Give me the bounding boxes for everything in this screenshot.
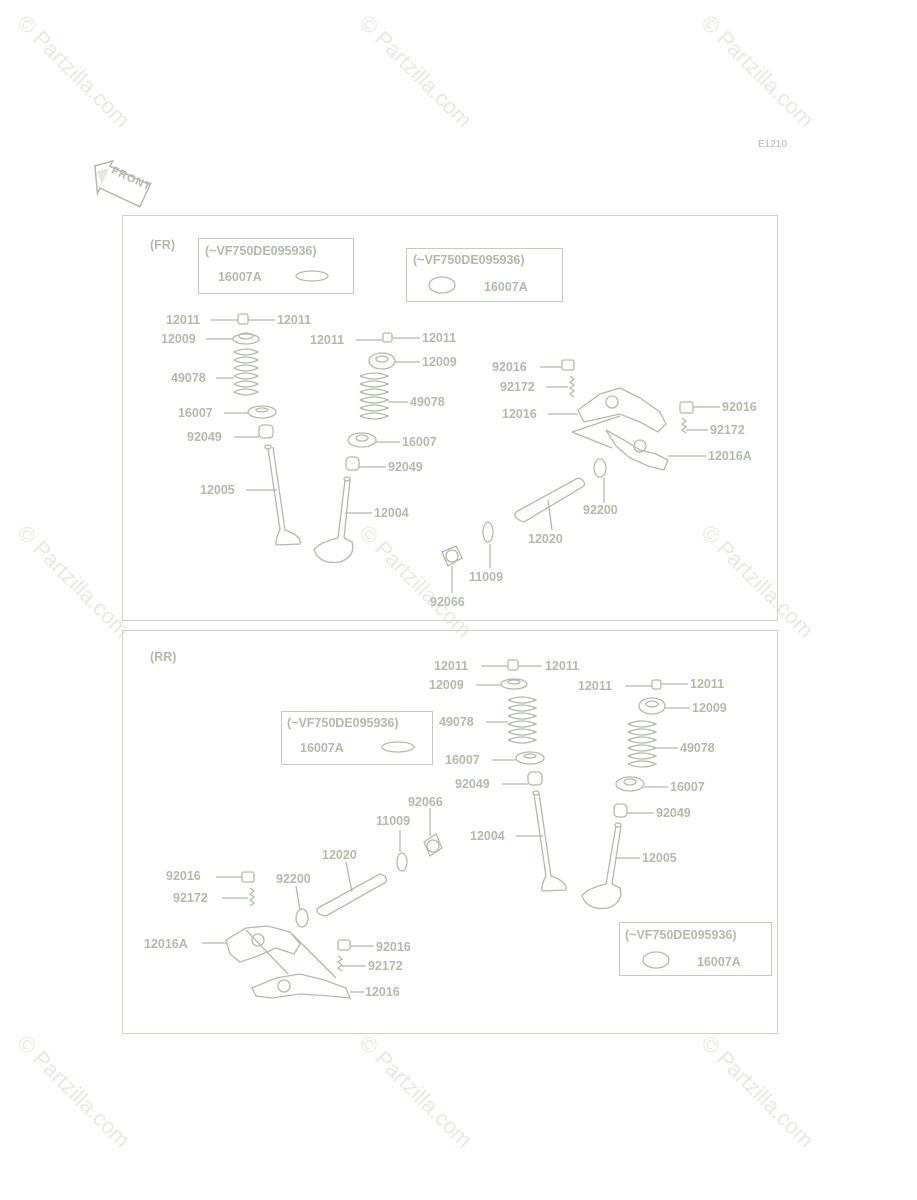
fr-panel <box>122 215 778 621</box>
part-label: 12020 <box>322 848 357 862</box>
part-label: 12009 <box>422 355 457 369</box>
part-label: 12004 <box>470 829 505 843</box>
note-box <box>198 238 354 294</box>
part-label: 12011 <box>166 313 201 327</box>
diagram-code: E1210 <box>758 139 787 150</box>
part-label: 49078 <box>680 741 715 755</box>
note-header: (~VF750DE095936) <box>413 253 525 267</box>
part-label: 11009 <box>469 570 504 584</box>
part-label: 12011 <box>277 313 312 327</box>
part-label: 12016 <box>365 985 400 999</box>
part-label: 92049 <box>455 777 490 791</box>
part-label: 92172 <box>368 959 403 973</box>
part-label: 12009 <box>429 678 464 692</box>
part-label: 16007 <box>178 406 213 420</box>
part-label: 12005 <box>200 483 235 497</box>
part-label: 92016 <box>166 869 201 883</box>
part-label: 12009 <box>161 332 196 346</box>
part-label: 49078 <box>410 395 445 409</box>
rr-panel <box>122 630 778 1034</box>
fr-section-title: (FR) <box>150 238 175 252</box>
part-label: 92200 <box>583 503 618 517</box>
part-label: 92016 <box>492 360 527 374</box>
part-label: 12011 <box>545 659 580 673</box>
part-label: 12009 <box>692 701 727 715</box>
note-box <box>281 711 433 765</box>
part-label: 12011 <box>578 679 613 693</box>
part-label: 92049 <box>187 430 222 444</box>
note-header: (~VF750DE095936) <box>205 244 317 258</box>
part-label: 92066 <box>408 795 443 809</box>
part-label: 12011 <box>422 331 457 345</box>
part-label: 92049 <box>388 460 423 474</box>
part-label: 92016 <box>722 400 757 414</box>
part-label: 12016A <box>708 449 752 463</box>
part-label: 12020 <box>528 532 563 546</box>
note-part: 16007A <box>300 741 344 755</box>
part-label: 92049 <box>656 806 691 820</box>
part-label: 49078 <box>171 371 206 385</box>
part-label: 16007 <box>670 780 705 794</box>
note-part: 16007A <box>218 270 262 284</box>
note-box <box>406 248 563 302</box>
part-label: 12005 <box>642 851 677 865</box>
part-label: 49078 <box>439 715 474 729</box>
part-label: 12004 <box>374 506 409 520</box>
note-box <box>619 922 772 976</box>
rr-section-title: (RR) <box>150 650 177 664</box>
part-label: 12016A <box>144 937 188 951</box>
part-label: 12016 <box>502 407 537 421</box>
note-part: 16007A <box>697 955 741 969</box>
part-label: 12011 <box>310 333 345 347</box>
note-header: (~VF750DE095936) <box>287 716 399 730</box>
part-label: 92172 <box>500 380 535 394</box>
part-label: 16007 <box>445 753 480 767</box>
part-label: 92016 <box>376 940 411 954</box>
part-label: 12011 <box>690 677 725 691</box>
part-label: 11009 <box>376 814 411 828</box>
part-label: 92200 <box>276 872 311 886</box>
part-label: 92172 <box>710 423 745 437</box>
part-label: 92066 <box>430 595 465 609</box>
part-label: 12011 <box>434 659 469 673</box>
note-header: (~VF750DE095936) <box>625 928 737 942</box>
note-part: 16007A <box>484 280 528 294</box>
part-label: 92172 <box>173 891 208 905</box>
part-label: 16007 <box>402 435 437 449</box>
